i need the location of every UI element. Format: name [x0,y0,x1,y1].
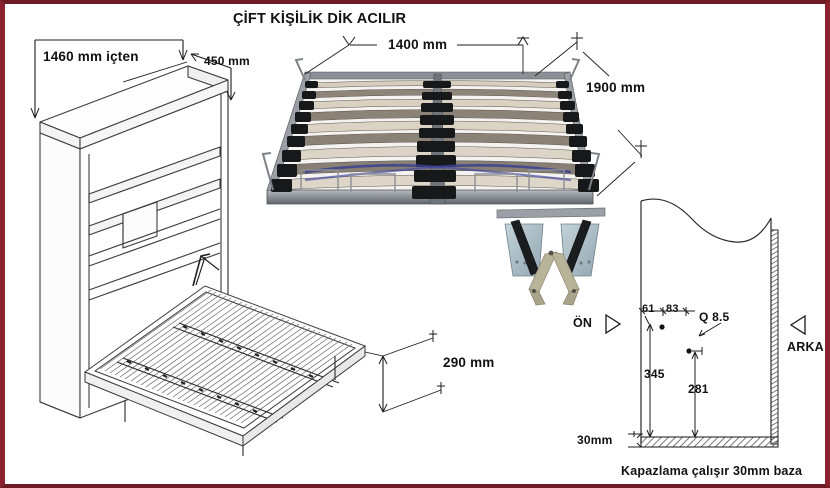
bed-length-dimension [534,32,647,197]
front-label: ÖN [573,316,593,330]
bed-thickness-dimension [364,330,445,413]
front-arrow-icon [605,313,622,335]
piston-hardware-photo [496,207,606,306]
bed-base-photo [261,58,601,205]
diagram-canvas: ÇİFT KİŞİLİK DİK ACILIR 1460 mm içten 45… [5,4,825,484]
cabinet-depth-label: 450 mm [204,54,250,68]
panel-hole-label: Q 8.5 [699,310,730,324]
bed-width-label: 1400 mm [388,37,448,52]
panel-dim-83: 83 [666,303,679,315]
open-bed-drawing [83,253,367,456]
bed-thickness-label: 290 mm [443,355,495,370]
diagram-title: ÇİFT KİŞİLİK DİK ACILIR [233,11,407,27]
panel-base-label: 30mm [577,433,613,447]
bed-length-label: 1900 mm [586,80,646,95]
back-arrow-icon [789,314,806,336]
back-label: ARKA [787,340,824,354]
panel-dim-61: 61 [642,303,655,315]
panel-dim-281: 281 [688,382,709,396]
cabinet-drawing [39,65,229,419]
panel-caption: Kapazlama çalışır 30mm baza [621,464,803,478]
cabinet-width-label: 1460 mm içten [43,49,139,64]
panel-dimensions [628,307,722,448]
diagram-vector-layer [30,32,806,456]
panel-dim-345: 345 [644,367,665,381]
